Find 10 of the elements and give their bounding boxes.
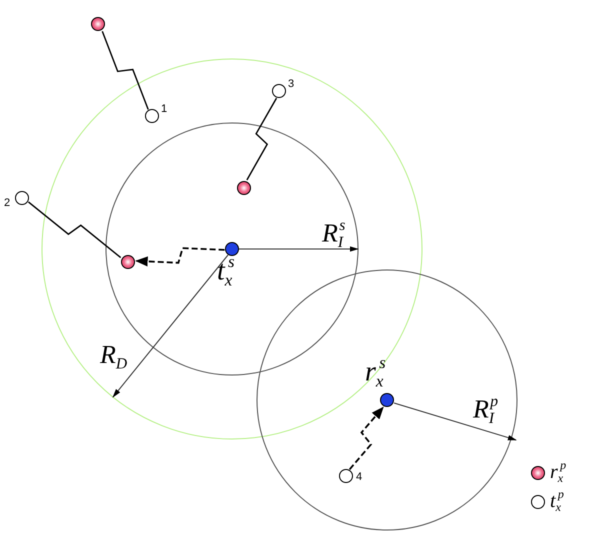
arrow	[135, 247, 225, 266]
link-line	[102, 31, 149, 110]
node-number: 4	[356, 471, 362, 483]
radius-label: R$_{D}$	[100, 342, 128, 372]
link-line	[28, 201, 122, 258]
node-number: 1	[161, 103, 168, 115]
link-line	[246, 98, 278, 180]
node-number: 3	[288, 78, 294, 90]
node-number: 2	[4, 197, 10, 209]
arrow	[348, 406, 384, 470]
